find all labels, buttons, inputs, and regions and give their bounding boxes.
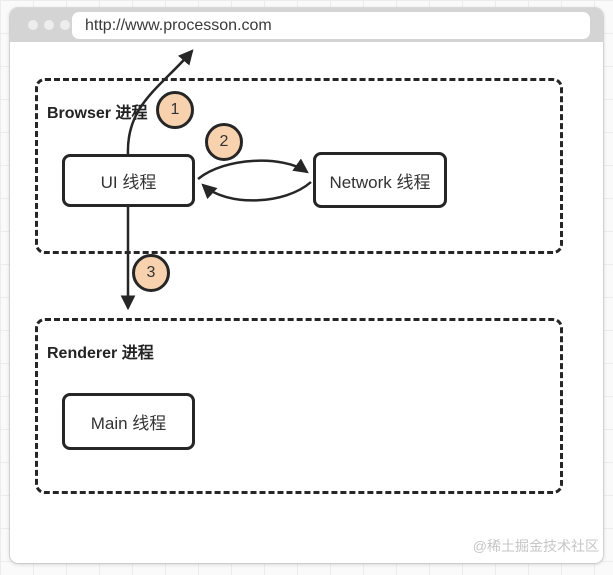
- watermark: @稀土掘金技术社区: [472, 538, 599, 554]
- step-badge-2: 2: [205, 123, 243, 161]
- renderer-process-label: Renderer 进程: [47, 345, 154, 362]
- ui-thread-box: UI 线程: [62, 154, 195, 207]
- browser-window-mockup: http://www.processon.com: [10, 8, 603, 563]
- browser-process-box: [35, 78, 563, 254]
- address-bar-url: http://www.processon.com: [85, 16, 272, 34]
- window-dot-icon: [28, 20, 38, 30]
- window-titlebar: http://www.processon.com: [10, 8, 603, 42]
- step-number: 2: [219, 133, 229, 150]
- step-number: 3: [146, 264, 156, 281]
- step-badge-3: 3: [132, 254, 170, 292]
- network-thread-box: Network 线程: [313, 152, 447, 208]
- main-thread-box: Main 线程: [62, 393, 195, 450]
- ui-thread-label: UI 线程: [100, 173, 157, 192]
- step-number: 1: [170, 101, 180, 118]
- network-thread-label: Network 线程: [329, 172, 431, 192]
- browser-process-label: Browser 进程: [47, 105, 148, 122]
- step-badge-1: 1: [156, 91, 194, 129]
- address-bar: http://www.processon.com: [72, 12, 590, 39]
- window-dot-icon: [44, 20, 54, 30]
- renderer-process-box: [35, 318, 563, 494]
- window-dot-icon: [60, 20, 70, 30]
- main-thread-label: Main 线程: [90, 414, 167, 433]
- window-control-dots: [28, 20, 70, 30]
